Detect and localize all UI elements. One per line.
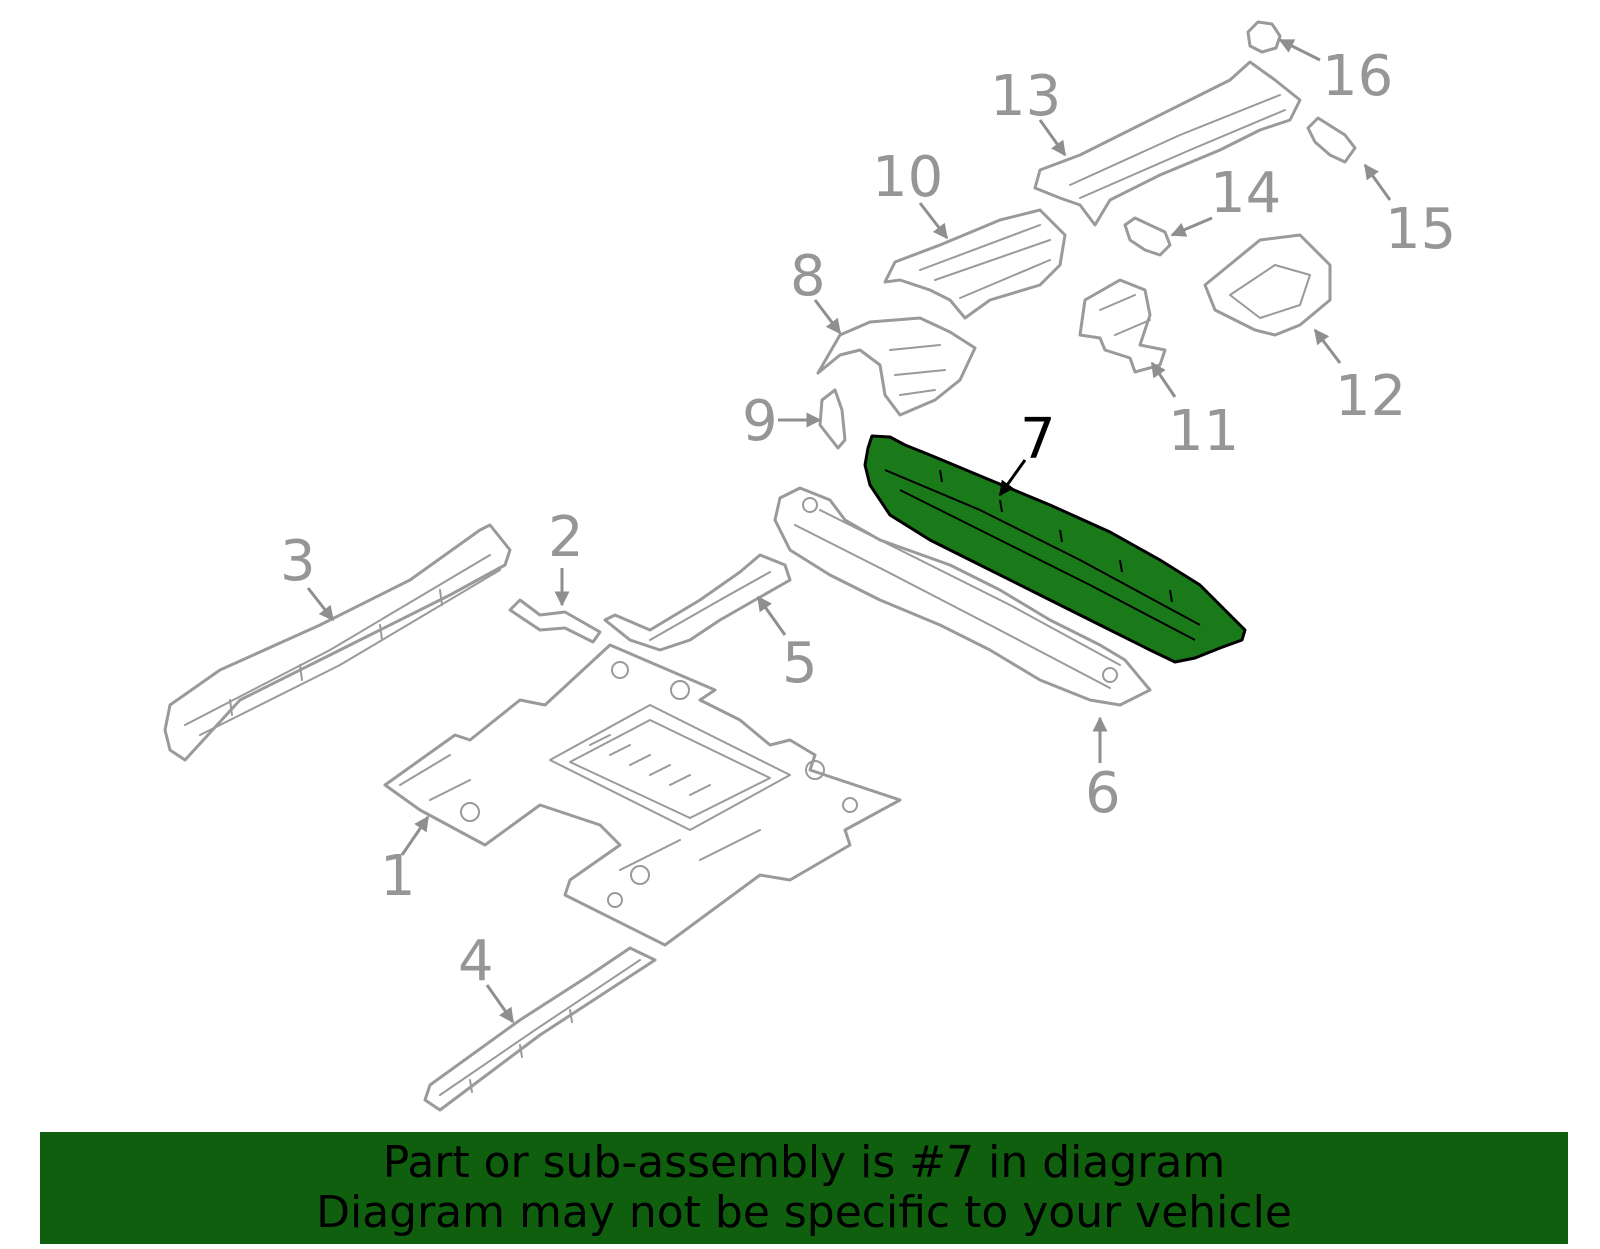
leader-15 xyxy=(1363,163,1392,201)
part-4-rail xyxy=(423,946,657,1112)
part-13-reinforcement xyxy=(1033,60,1302,227)
callout-7[interactable]: 7 xyxy=(1020,407,1056,472)
callout-16: 16 xyxy=(1322,44,1393,109)
callout-8: 8 xyxy=(790,244,826,309)
leader-11 xyxy=(1150,361,1177,398)
leader-7 xyxy=(998,459,1027,497)
callout-12: 12 xyxy=(1335,364,1406,429)
part-7-cross-member-highlighted[interactable] xyxy=(863,434,1247,664)
callout-14: 14 xyxy=(1210,161,1281,226)
banner-line-1: Part or sub-assembly is #7 in diagram xyxy=(382,1137,1226,1188)
leader-5 xyxy=(756,595,787,636)
leader-13 xyxy=(1038,119,1067,157)
callout-6: 6 xyxy=(1085,761,1121,826)
leader-8 xyxy=(813,299,842,335)
leader-16 xyxy=(1278,38,1321,62)
part-10-reinforcement xyxy=(883,208,1067,320)
part-2-bracket xyxy=(508,598,602,644)
callout-3: 3 xyxy=(280,529,316,594)
part-3-side-member xyxy=(163,523,512,762)
callout-13: 13 xyxy=(990,64,1061,129)
leader-12 xyxy=(1313,328,1342,364)
callout-15: 15 xyxy=(1385,197,1456,262)
banner-line-2: Diagram may not be specific to your vehi… xyxy=(316,1187,1292,1238)
part-6-cross-member xyxy=(773,486,1152,707)
part-14-bolt xyxy=(1123,216,1172,257)
part-16-nut xyxy=(1246,20,1282,54)
leader-14 xyxy=(1170,216,1213,237)
part-5-bracket xyxy=(603,553,792,652)
part-11-clip xyxy=(1078,278,1167,374)
leader-3 xyxy=(306,587,335,622)
leader-10 xyxy=(918,202,949,240)
callout-11: 11 xyxy=(1168,399,1239,464)
callout-4: 4 xyxy=(458,929,494,994)
callout-10: 10 xyxy=(872,145,943,210)
info-banner: Part or sub-assembly is #7 in diagram Di… xyxy=(40,1132,1568,1244)
leader-4 xyxy=(485,984,515,1024)
part-15-bolt xyxy=(1306,116,1357,164)
callout-1: 1 xyxy=(380,844,416,909)
part-8-bracket xyxy=(816,316,977,417)
leader-1 xyxy=(400,815,430,856)
part-12-cover xyxy=(1203,233,1332,337)
callout-9: 9 xyxy=(742,389,778,454)
part-1-floor-pan xyxy=(383,643,902,947)
callout-2: 2 xyxy=(548,505,584,570)
part-9-small-bracket xyxy=(818,388,847,450)
callout-5: 5 xyxy=(782,631,818,696)
